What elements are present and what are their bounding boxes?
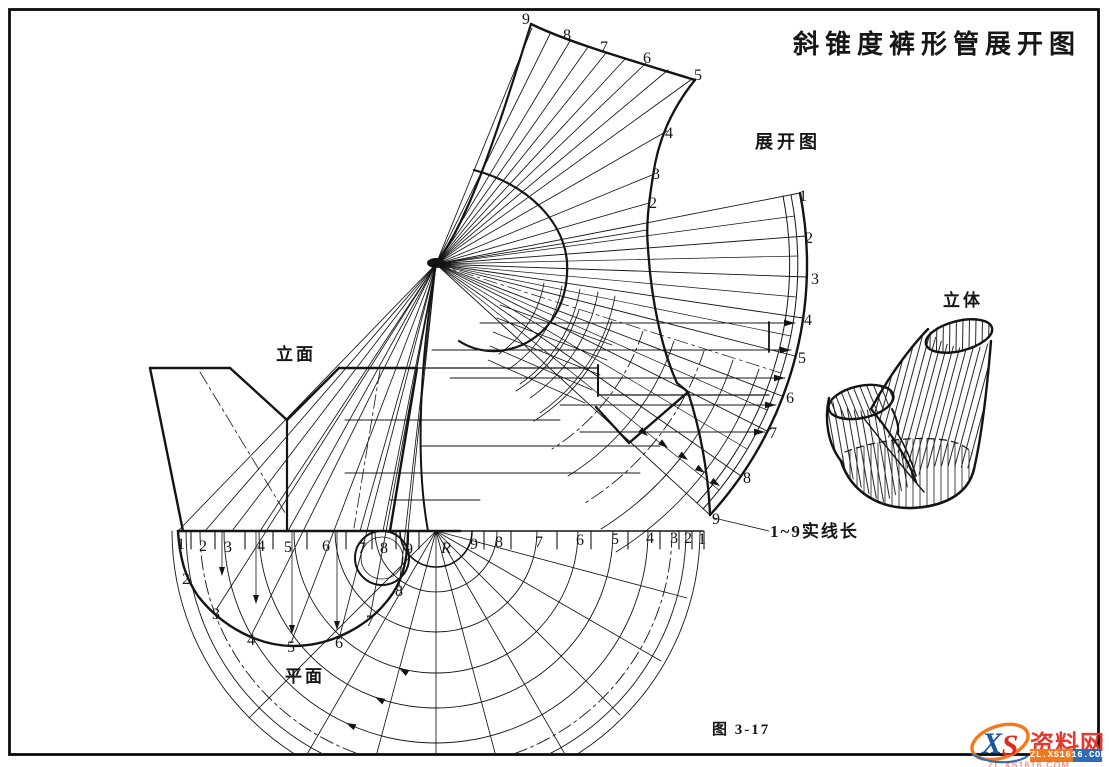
- svg-text:9: 9: [470, 536, 478, 553]
- svg-text:4: 4: [646, 530, 654, 547]
- development-view: [419, 22, 809, 553]
- svg-text:1: 1: [799, 188, 807, 205]
- svg-text:7: 7: [366, 613, 374, 630]
- svg-text:8: 8: [495, 534, 503, 551]
- watermark-logo: X S: [970, 722, 1030, 764]
- baseline-ticks: [190, 530, 705, 550]
- svg-text:3: 3: [212, 606, 220, 623]
- svg-text:6: 6: [322, 538, 330, 555]
- svg-text:2: 2: [182, 571, 190, 588]
- svg-text:3: 3: [652, 166, 660, 183]
- svg-text:7: 7: [600, 39, 608, 56]
- svg-text:8: 8: [395, 583, 403, 600]
- svg-text:6: 6: [576, 532, 584, 549]
- svg-text:7: 7: [358, 540, 366, 557]
- svg-text:3: 3: [224, 539, 232, 556]
- pictorial-top-opening-right: [924, 318, 994, 354]
- svg-text:6: 6: [786, 390, 794, 407]
- svg-text:6: 6: [643, 50, 651, 67]
- svg-text:4: 4: [665, 125, 673, 142]
- crosshatch-net: [487, 282, 616, 414]
- projection-lines: [344, 319, 796, 501]
- svg-text:5: 5: [694, 67, 702, 84]
- svg-text:7: 7: [769, 425, 777, 442]
- label-plan-view: 平面: [285, 667, 325, 686]
- svg-text:5: 5: [611, 531, 619, 548]
- watermark: X S 资料网 ZL.XS1616.COM ZL.XS1616.COM: [968, 712, 1109, 767]
- label-development-view: 展开图: [755, 132, 821, 152]
- svg-text:8: 8: [743, 470, 751, 487]
- pictorial-view: [825, 318, 994, 510]
- svg-text:2: 2: [199, 538, 207, 555]
- figure-title: 斜锥度裤形管展开图: [793, 30, 1082, 59]
- svg-text:5: 5: [284, 539, 292, 556]
- svg-text:5: 5: [287, 639, 295, 656]
- svg-text:9: 9: [405, 541, 413, 558]
- svg-text:2: 2: [805, 230, 813, 247]
- svg-text:9: 9: [522, 11, 530, 28]
- svg-text:4: 4: [247, 632, 255, 649]
- svg-text:9: 9: [712, 511, 720, 528]
- svg-text:4: 4: [257, 538, 265, 555]
- svg-text:2: 2: [684, 530, 692, 547]
- watermark-ghost-text: ZL.XS1616.COM: [988, 760, 1071, 767]
- svg-text:3: 3: [811, 271, 819, 288]
- elevation-view: [148, 263, 437, 644]
- true-length-note: 1~9实线长: [770, 522, 859, 541]
- plan-view: [171, 529, 705, 753]
- watermark-s-letter: S: [1002, 729, 1019, 762]
- svg-text:1: 1: [177, 536, 185, 553]
- arrowheads: [754, 319, 795, 436]
- svg-text:1: 1: [698, 531, 706, 548]
- svg-text:7: 7: [535, 534, 543, 551]
- pictorial-top-opening-left: [827, 383, 895, 421]
- svg-text:6: 6: [335, 635, 343, 652]
- svg-text:2: 2: [649, 195, 657, 212]
- svg-text:8: 8: [380, 540, 388, 557]
- leader-line: [713, 517, 770, 532]
- svg-text:5: 5: [798, 350, 806, 367]
- generator-arrows: [638, 427, 720, 486]
- svg-text:3: 3: [670, 530, 678, 547]
- label-elevation-view: 立面: [276, 345, 316, 364]
- watermark-site-url: ZL.XS1616.COM: [1030, 749, 1107, 762]
- label-solid-view: 立体: [943, 291, 983, 310]
- watermark-x-letter: X: [981, 727, 1003, 760]
- svg-text:4: 4: [804, 312, 812, 329]
- svg-text:R: R: [440, 540, 451, 557]
- figure-border: [8, 8, 1100, 756]
- figure-number: 图 3-17: [712, 722, 771, 738]
- svg-text:8: 8: [563, 27, 571, 44]
